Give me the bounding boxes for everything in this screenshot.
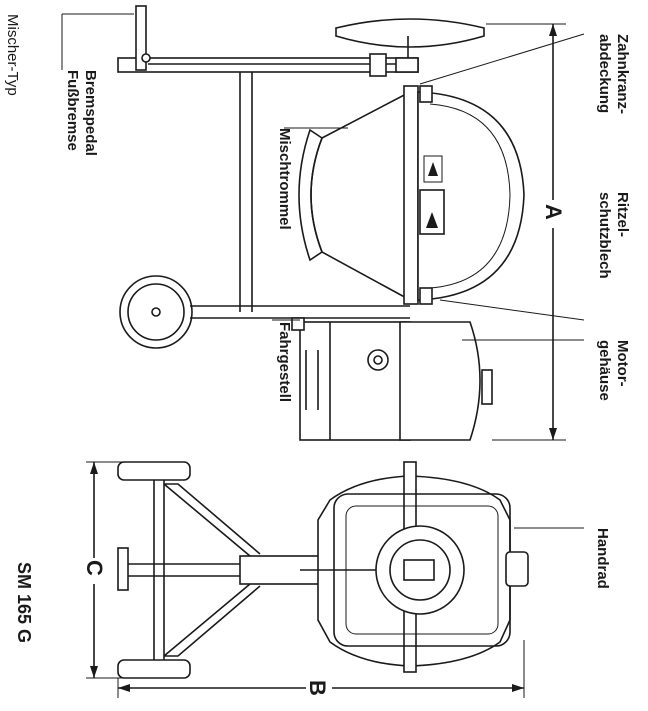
chassis-label: Fahrgestell <box>276 322 293 402</box>
gear-cover-label-2: abdeckung <box>596 34 613 113</box>
mixer-type-label: Mischer-Typ <box>4 14 21 96</box>
front-wheel-top <box>117 461 191 481</box>
motor-housing <box>399 321 481 441</box>
side-handwheel <box>335 18 485 48</box>
gear-cover <box>417 91 525 301</box>
handwheel-label: Handrad <box>594 528 611 589</box>
motor-housing-label-2: gehäuse <box>596 340 613 401</box>
foot-brake-label: Fußbremse <box>64 70 81 151</box>
labels: Mischer-Typ Bremspedal Fußbremse Mischtr… <box>4 14 631 698</box>
pinion-guard-label-2: schutzblech <box>596 192 613 279</box>
dimension-c-label: C <box>82 560 107 576</box>
leader-gear-cover <box>419 33 585 85</box>
brake-pedal-label: Bremspedal <box>82 70 99 156</box>
side-drum <box>310 90 411 302</box>
motor-box <box>299 321 411 441</box>
gear-ring <box>403 85 419 305</box>
model-label: SM 165 G <box>14 562 34 643</box>
front-view <box>86 461 584 698</box>
side-view <box>61 5 585 441</box>
front-wheel-bottom <box>117 659 191 679</box>
drum-label: Mischtrommel <box>276 128 293 230</box>
drum-opening <box>298 128 323 262</box>
pinion-guard-label-1: Ritzel- <box>614 192 631 237</box>
motor-housing-label-1: Motor- <box>614 340 631 387</box>
dimension-a-label: A <box>541 204 566 220</box>
dimension-b-label: B <box>305 680 330 696</box>
gear-cover-label-1: Zahnkranz- <box>614 34 631 114</box>
leader-pinion <box>439 299 585 321</box>
brake-pedal-lever <box>135 5 147 71</box>
